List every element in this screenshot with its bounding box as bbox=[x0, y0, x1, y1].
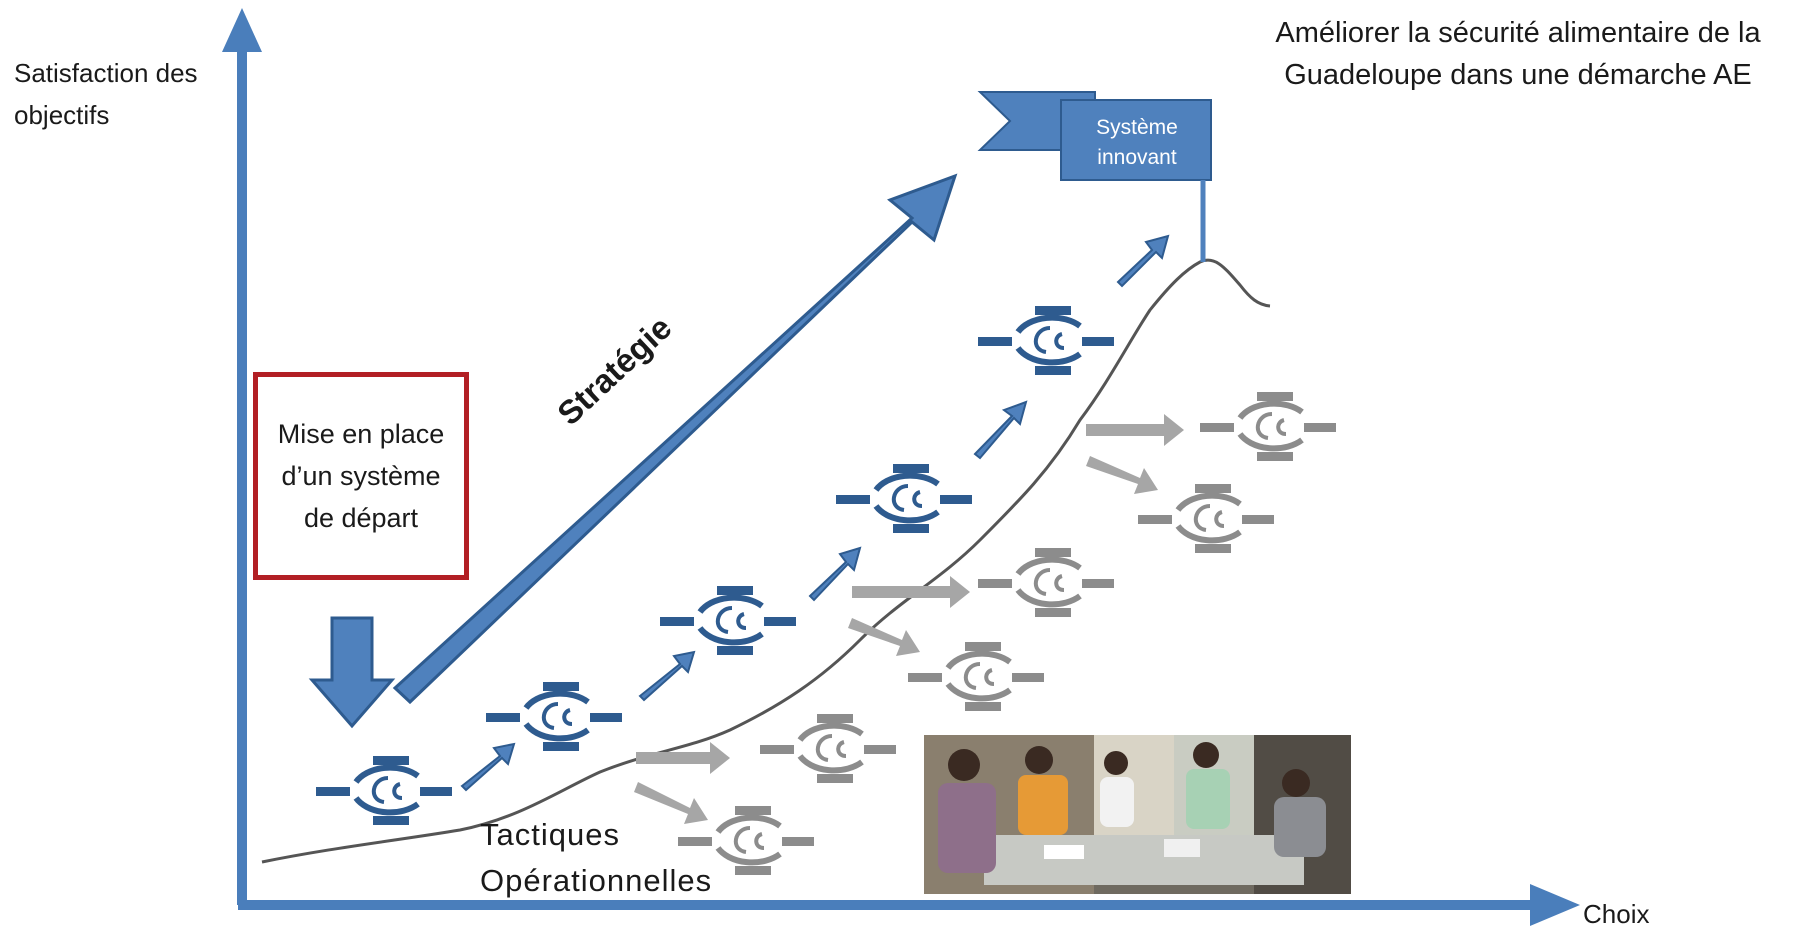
cycle-grey-3 bbox=[978, 548, 1114, 617]
cycle-blue-5 bbox=[978, 306, 1114, 375]
step-arrow-3 bbox=[808, 546, 862, 602]
cycle-blue-3 bbox=[660, 586, 796, 655]
step-arrow-1 bbox=[460, 742, 516, 792]
down-arrow bbox=[308, 616, 396, 729]
step-arrow-2 bbox=[638, 650, 696, 702]
start-system-label: Mise en place d’un système de départ bbox=[277, 419, 445, 533]
strategy-arrow bbox=[392, 173, 958, 705]
workshop-photo bbox=[924, 735, 1351, 894]
cycle-grey-6 bbox=[1138, 484, 1274, 553]
grey-arrow-3b bbox=[1086, 456, 1158, 494]
cycle-blue-2 bbox=[486, 682, 622, 751]
y-axis-arrowhead bbox=[222, 8, 262, 52]
y-axis-label: Satisfaction des objectifs bbox=[14, 58, 198, 130]
x-axis-label: Choix bbox=[1583, 899, 1650, 929]
cycle-grey-4 bbox=[908, 642, 1044, 711]
grey-arrow-2a bbox=[852, 576, 970, 608]
cycle-grey-5 bbox=[1200, 392, 1336, 461]
flag-banner bbox=[1060, 99, 1212, 181]
start-system-box: Mise en place d’un système de départ bbox=[253, 372, 469, 580]
grey-arrow-2b bbox=[848, 618, 920, 656]
grey-arrow-1b bbox=[634, 782, 708, 824]
grey-arrow-3a bbox=[1086, 414, 1184, 446]
x-axis-arrowhead bbox=[1530, 884, 1580, 926]
tactics-label: Tactiques Opérationnelles bbox=[480, 817, 713, 898]
flag-label: Système innovant bbox=[1096, 116, 1178, 169]
cycle-blue-4 bbox=[836, 464, 972, 533]
grey-arrow-1a bbox=[636, 742, 730, 774]
step-arrow-4 bbox=[973, 400, 1028, 460]
cycle-blue-1 bbox=[316, 756, 452, 825]
step-arrow-5 bbox=[1116, 234, 1170, 288]
diagram-title: Améliorer la sécurité alimentaire de la … bbox=[1275, 17, 1761, 91]
cycle-grey-1 bbox=[760, 714, 896, 783]
